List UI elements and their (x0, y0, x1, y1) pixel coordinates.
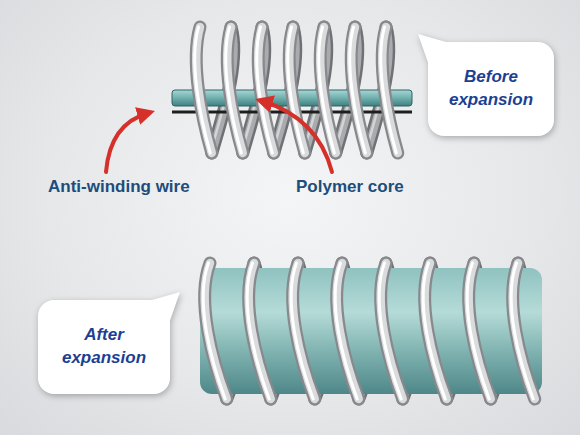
part-label: Polymer core (296, 177, 404, 197)
coil-strand (337, 263, 359, 399)
coil-strand (195, 27, 211, 153)
coil-strand (226, 27, 242, 153)
coil-strand (513, 263, 535, 399)
coil-strand (513, 263, 535, 399)
bubble-text: After expansion (52, 324, 156, 370)
coil-strand (205, 263, 227, 399)
bubble-outline (38, 300, 170, 394)
bubble-outline (428, 42, 554, 136)
leader-arrow (106, 113, 148, 172)
bubble-text: Before expansion (442, 66, 540, 112)
coil-strand (335, 263, 357, 399)
coil-strand (381, 263, 403, 399)
speech-bubble: After expansion (38, 300, 170, 394)
part-label: Anti-winding wire (48, 177, 190, 197)
coil-strand (425, 263, 447, 399)
coil-strand (467, 263, 489, 399)
coil-strand (337, 263, 359, 399)
coil-strand (249, 263, 271, 399)
coil-strand (350, 27, 366, 153)
coil-strand (293, 263, 315, 399)
bubble-body (428, 42, 554, 136)
leader-arrow (262, 101, 332, 172)
coil-strand (511, 263, 533, 399)
coil-strand (379, 263, 401, 399)
coil-strand (247, 263, 269, 399)
coil-front-strands (203, 263, 535, 399)
bubble-body (38, 300, 170, 394)
coil-strand (469, 263, 491, 399)
coil-strand (203, 263, 225, 399)
coil-strand (205, 263, 227, 399)
coil-strand (249, 263, 271, 399)
coil-strand (257, 27, 273, 153)
coil-front-strands (195, 27, 398, 153)
coil-strand (381, 263, 403, 399)
coil-strand (288, 27, 304, 153)
coil-strand (291, 263, 313, 399)
coil-strand (293, 263, 315, 399)
coil-strand (319, 27, 335, 153)
coil-strand (423, 263, 445, 399)
speech-bubble: Before expansion (428, 42, 554, 136)
coil-strand (469, 263, 491, 399)
coil-strand (381, 27, 397, 153)
coil-strand (425, 263, 447, 399)
